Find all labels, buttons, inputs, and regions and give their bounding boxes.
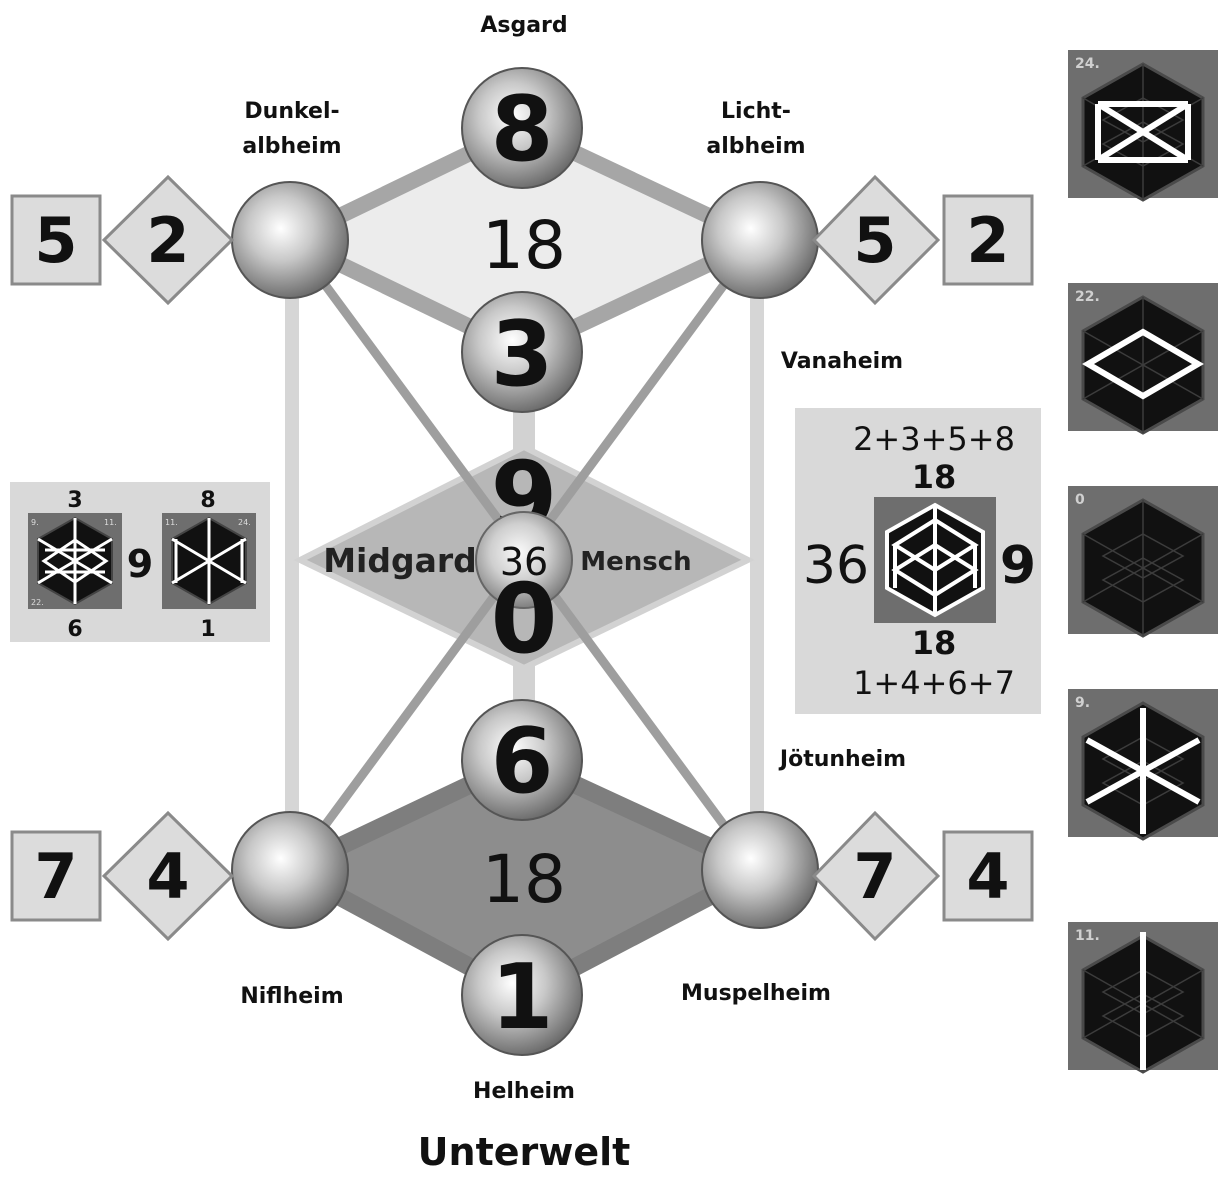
label-dunkelalbheim-line2: albheim xyxy=(242,134,341,159)
hex1-corner-tr: 11. xyxy=(104,518,117,527)
sphere-muspelheim xyxy=(701,811,819,929)
label-asgard: Asgard xyxy=(480,13,567,38)
label-niflheim: Niflheim xyxy=(240,984,343,1009)
right-summary-panel: 2+3+5+8 18 36 9 18 1+4+6+7 xyxy=(795,408,1041,714)
left-panel-top-right: 8 xyxy=(200,488,215,513)
label-midgard: Midgard xyxy=(323,541,477,580)
label-dunkelalbheim-line1: Dunkel- xyxy=(244,99,339,124)
hex-tile-vertical-number: 11. xyxy=(1075,928,1100,944)
sphere-upper-inner-number: 3 xyxy=(491,302,554,407)
sphere-lower-inner: 6 xyxy=(461,699,583,821)
label-vanaheim: Vanaheim xyxy=(781,349,903,374)
midgard-center: 9 36 0 Midgard Mensch xyxy=(323,441,691,675)
sphere-bottom-number: 1 xyxy=(491,945,554,1050)
label-muspelheim: Muspelheim xyxy=(681,981,831,1006)
label-lichtalbheim-line2: albheim xyxy=(706,134,805,159)
token-upper-right-box: 2 xyxy=(966,204,1009,277)
sphere-upper-inner: 3 xyxy=(461,291,583,413)
hex-tile-diamond: 22. xyxy=(1068,283,1218,435)
label-mensch: Mensch xyxy=(580,547,691,577)
sphere-top-number: 8 xyxy=(491,77,554,182)
token-lower-right-diamond: 7 xyxy=(853,840,896,913)
label-helheim: Helheim xyxy=(473,1079,575,1104)
hex-tile-empty: 0 xyxy=(1068,486,1218,638)
sphere-lichtalbheim xyxy=(701,181,819,299)
sphere-dunkelalbheim xyxy=(231,181,349,299)
sphere-center-number: 36 xyxy=(500,540,548,584)
sphere-top: 8 xyxy=(461,67,583,189)
label-jotunheim: Jötunheim xyxy=(778,747,906,772)
hex-tile-asterisk: 9. xyxy=(1068,689,1218,841)
hex-tile-asterisk-number: 9. xyxy=(1075,695,1090,711)
right-panel-bottom-sum: 1+4+6+7 xyxy=(853,664,1015,702)
hex-tile-empty-number: 0 xyxy=(1075,492,1085,508)
left-panel-bottom-left: 6 xyxy=(67,617,82,642)
token-upper-left-diamond: 2 xyxy=(146,204,189,277)
hex-tile-vertical: 11. xyxy=(1068,922,1218,1074)
hex-tile-column: 24. 22. 0 xyxy=(1068,50,1218,1074)
left-combination-panel: 3 8 9 6 1 9. 11. 22. 11. 24. xyxy=(10,482,270,642)
hex-tile-diamond-number: 22. xyxy=(1075,289,1100,305)
right-panel-top-sum: 2+3+5+8 xyxy=(853,420,1015,458)
left-panel-middle: 9 xyxy=(127,542,153,586)
token-lower-right-box: 4 xyxy=(966,840,1009,913)
token-upper-right-diamond: 5 xyxy=(853,204,896,277)
label-lichtalbheim-line1: Licht- xyxy=(721,99,791,124)
sphere-bottom: 1 xyxy=(461,934,583,1056)
hex1-corner-tl: 9. xyxy=(31,518,39,527)
token-lower-left-diamond: 4 xyxy=(146,840,189,913)
right-panel-top-total: 18 xyxy=(912,458,957,496)
lower-diamond-sum: 18 xyxy=(482,841,566,918)
right-panel-left-value: 36 xyxy=(803,536,869,596)
right-panel-bottom-total: 18 xyxy=(912,624,957,662)
hex-tile-hourglass: 24. xyxy=(1068,50,1218,202)
upper-diamond-sum: 18 xyxy=(482,207,566,284)
label-unterwelt: Unterwelt xyxy=(418,1130,631,1174)
hex2-corner-tr: 24. xyxy=(238,518,251,527)
side-tokens: 5 2 5 2 7 4 7 4 xyxy=(10,174,1034,942)
left-panel-top-left: 3 xyxy=(67,488,82,513)
hex2-corner-tl: 11. xyxy=(165,518,178,527)
center-digit-lower: 0 xyxy=(491,563,558,675)
right-panel-right-value: 9 xyxy=(1000,536,1036,596)
token-lower-left-box: 7 xyxy=(34,840,77,913)
hex1-corner-bl: 22. xyxy=(31,598,44,607)
sphere-niflheim xyxy=(231,811,349,929)
token-upper-left-box: 5 xyxy=(34,204,77,277)
sphere-lower-inner-number: 6 xyxy=(491,709,554,814)
left-panel-bottom-right: 1 xyxy=(200,617,215,642)
hex-tile-hourglass-number: 24. xyxy=(1075,56,1100,72)
